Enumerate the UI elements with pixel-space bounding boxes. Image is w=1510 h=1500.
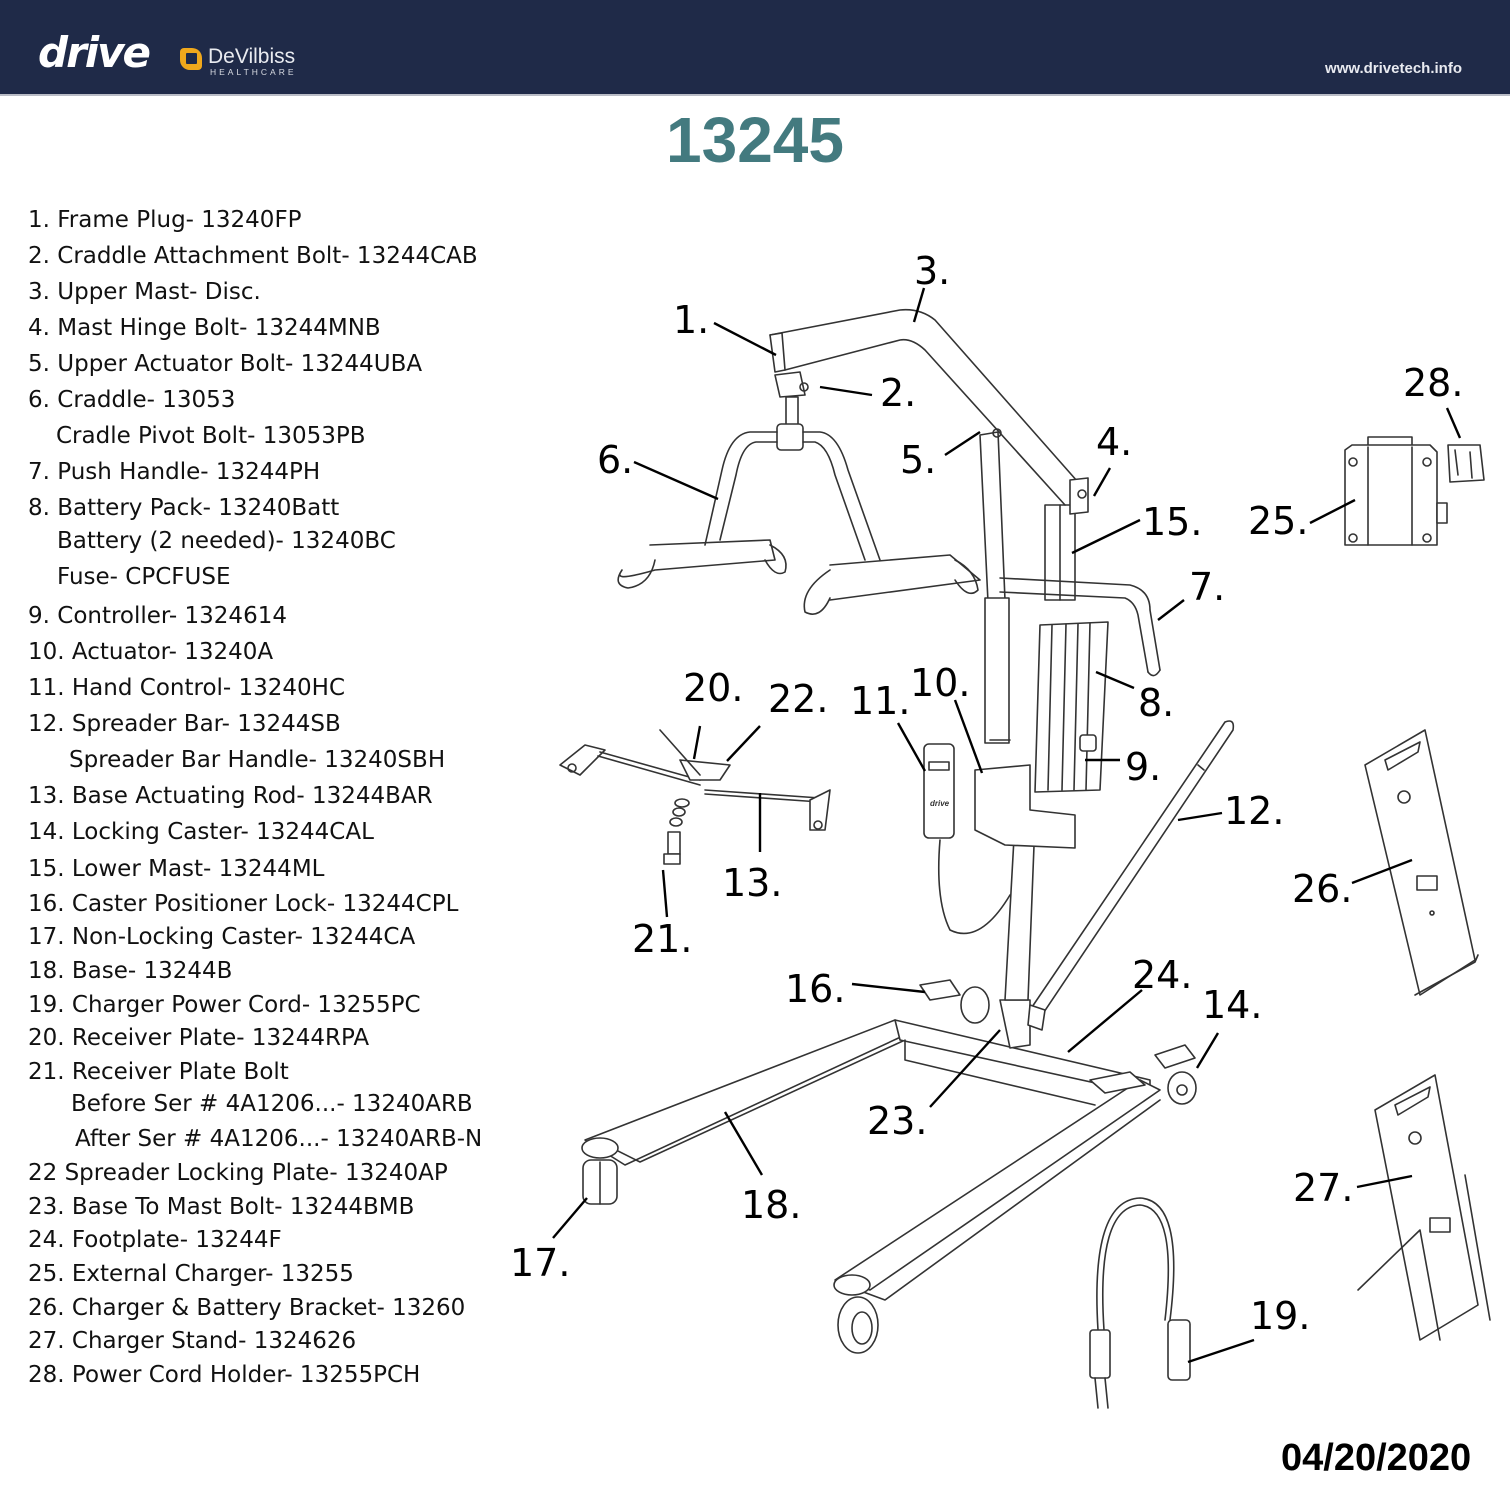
part-item: 1. Frame Plug- 13240FP (28, 207, 302, 233)
callout-18: 18. (741, 1183, 801, 1227)
hand-control-drawing: drive (923, 743, 1011, 935)
model-number: 13245 (666, 104, 844, 176)
callout-22: 22. (768, 677, 828, 721)
part-subitem: Before Ser # 4A1206...- 13240ARB (71, 1091, 473, 1117)
hand-control-logo: drive (930, 799, 950, 808)
callout-16: 16. (785, 967, 845, 1011)
callout-26: 26. (1292, 867, 1352, 911)
callout-21: 21. (632, 917, 692, 961)
callout-14: 14. (1202, 983, 1262, 1027)
part-item: 24. Footplate- 13244F (28, 1227, 282, 1253)
part-item: 3. Upper Mast- Disc. (28, 279, 261, 305)
revision-date: 04/20/2020 (1281, 1437, 1472, 1479)
callout-3: 3. (914, 249, 950, 293)
website-url: www.drivetech.info (1325, 60, 1462, 77)
part-item: 6. Craddle- 13053 (28, 387, 236, 413)
part-item: 20. Receiver Plate- 13244RPA (28, 1025, 370, 1051)
callout-6: 6. (597, 438, 633, 482)
part-item: 26. Charger & Battery Bracket- 13260 (28, 1295, 466, 1321)
callout-28: 28. (1403, 361, 1463, 405)
upper-mast-drawing (769, 308, 1089, 515)
callout-9: 9. (1125, 745, 1161, 789)
power-cord-holder-drawing (1447, 444, 1485, 483)
part-item: 4. Mast Hinge Bolt- 13244MNB (28, 315, 381, 341)
part-item: 19. Charger Power Cord- 13255PC (28, 992, 421, 1018)
cradle-drawing (617, 423, 981, 615)
devilbiss-name: DeVilbiss (208, 45, 296, 68)
part-item: 10. Actuator- 13240A (28, 639, 274, 665)
callout-24: 24. (1132, 953, 1192, 997)
part-item: 11. Hand Control- 13240HC (28, 675, 346, 701)
part-item: 16. Caster Positioner Lock- 13244CPL (28, 891, 459, 917)
caster-front-drawing (833, 1274, 879, 1354)
part-item: 21. Receiver Plate Bolt (28, 1059, 289, 1085)
callout-4: 4. (1096, 420, 1132, 464)
spreader-bar-drawing (1027, 720, 1235, 1031)
callout-1: 1. (673, 298, 709, 342)
part-item: 18. Base- 13244B (28, 958, 233, 984)
callout-23: 23. (867, 1099, 927, 1143)
part-item: 22 Spreader Locking Plate- 13240AP (28, 1160, 448, 1186)
charger-stand-drawing (1357, 1074, 1491, 1341)
callout-5: 5. (900, 438, 936, 482)
part-item: 28. Power Cord Holder- 13255PCH (28, 1362, 421, 1388)
battery-pack-drawing (1034, 621, 1109, 793)
part-item: 7. Push Handle- 13244PH (28, 459, 321, 485)
part-item: 5. Upper Actuator Bolt- 13244UBA (28, 351, 423, 377)
part-subitem: After Ser # 4A1206...- 13240ARB-N (75, 1126, 483, 1152)
caster-16-drawing (919, 979, 990, 1024)
external-charger-drawing (1344, 436, 1448, 546)
devilbiss-subtitle: HEALTHCARE (210, 67, 297, 77)
callout-12: 12. (1224, 789, 1284, 833)
callout-15: 15. (1142, 500, 1202, 544)
base-rod-assembly-drawing (559, 729, 831, 865)
callout-25: 25. (1248, 499, 1308, 543)
part-item: 25. External Charger- 13255 (28, 1261, 354, 1287)
base-drawing (584, 1019, 1196, 1301)
part-subitem: Battery (2 needed)- 13240BC (57, 528, 396, 554)
callout-11: 11. (850, 679, 910, 723)
part-item: 12. Spreader Bar- 13244SB (28, 711, 341, 737)
actuator-drawing (974, 431, 1076, 849)
part-subitem: Spreader Bar Handle- 13240SBH (69, 747, 446, 773)
devilbiss-mark-icon (180, 48, 202, 70)
header-bar: drive DeVilbiss HEALTHCARE www.drivetech… (0, 0, 1510, 96)
part-item: 9. Controller- 1324614 (28, 603, 287, 629)
power-cord-drawing (1089, 1197, 1191, 1409)
charger-bracket-drawing (1364, 729, 1479, 996)
callout-19: 19. (1250, 1294, 1310, 1338)
callout-labels: 1. 2. 3. 4. 5. 6. 7. 8. 9. 10. 11. 12. 1… (510, 249, 1463, 1338)
part-item: 14. Locking Caster- 13244CAL (28, 819, 374, 845)
part-item: 8. Battery Pack- 13240Batt (28, 495, 340, 521)
callout-17: 17. (510, 1241, 570, 1285)
part-item: 15. Lower Mast- 13244ML (28, 856, 325, 882)
part-subitem: Fuse- CPCFUSE (57, 564, 231, 590)
callout-10: 10. (910, 661, 970, 705)
part-item: 2. Craddle Attachment Bolt- 13244CAB (28, 243, 478, 269)
callout-13: 13. (722, 861, 782, 905)
push-handle-drawing (999, 577, 1161, 677)
part-subitem: Cradle Pivot Bolt- 13053PB (56, 423, 366, 449)
callout-7: 7. (1189, 565, 1225, 609)
callout-8: 8. (1138, 681, 1174, 725)
part-item: 13. Base Actuating Rod- 13244BAR (28, 783, 433, 809)
leader-lines (552, 287, 1462, 1364)
drive-logo: drive (38, 28, 151, 77)
part-item: 27. Charger Stand- 1324626 (28, 1328, 357, 1354)
caster-17-drawing (581, 1137, 619, 1205)
callout-20: 20. (683, 666, 743, 710)
part-item: 17. Non-Locking Caster- 13244CA (28, 924, 416, 950)
callout-2: 2. (880, 371, 916, 415)
callout-27: 27. (1293, 1166, 1353, 1210)
caster-14-drawing (1167, 1071, 1197, 1105)
part-item: 23. Base To Mast Bolt- 13244BMB (28, 1194, 415, 1220)
